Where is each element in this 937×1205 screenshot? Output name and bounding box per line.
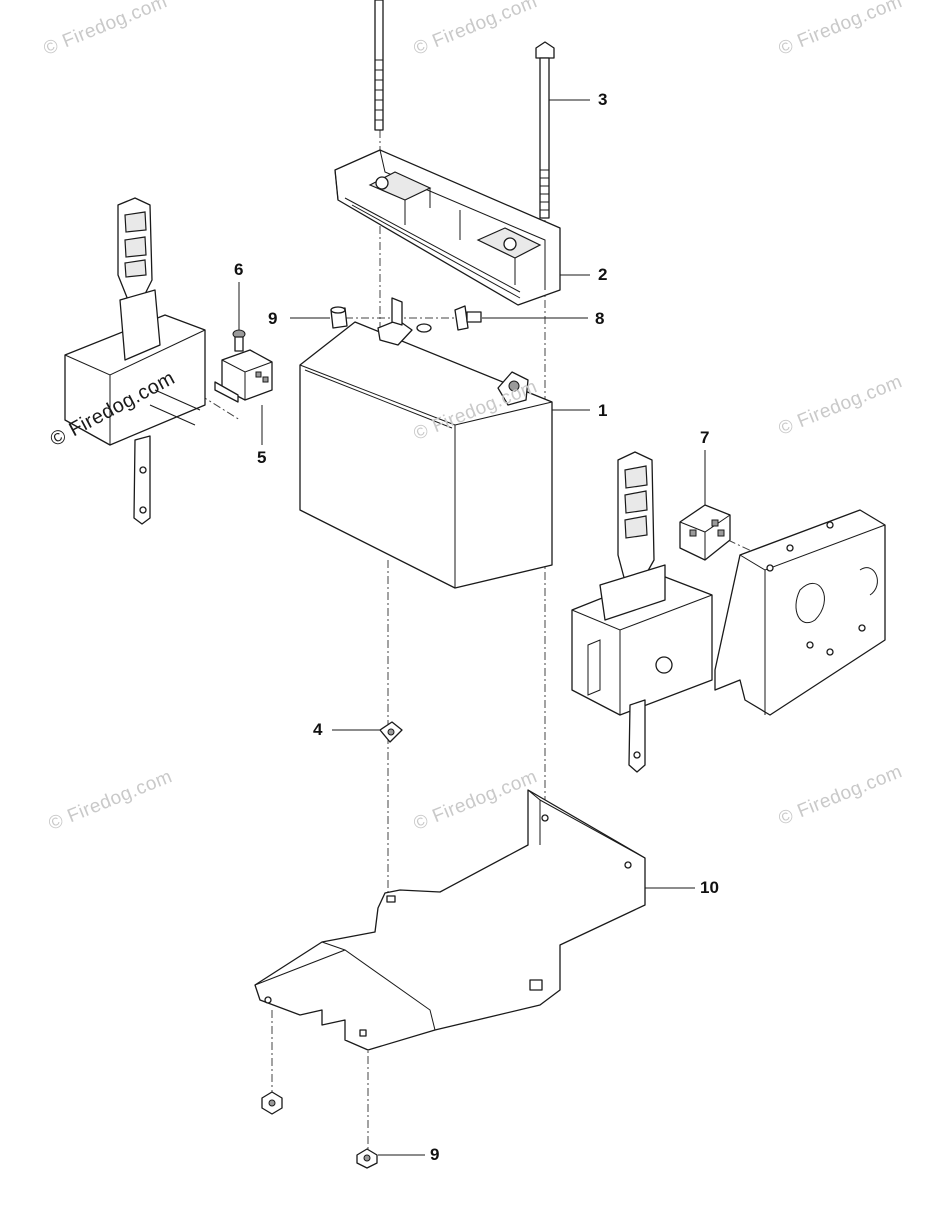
callout-10: 10 bbox=[700, 878, 719, 897]
callout-5: 5 bbox=[257, 448, 267, 467]
hold-down-rod-left bbox=[374, 0, 384, 131]
callout-9-upper: 9 bbox=[268, 309, 278, 328]
battery bbox=[299, 297, 553, 589]
centerline-switch-left bbox=[199, 394, 241, 421]
callout-4: 4 bbox=[313, 720, 323, 739]
nut-9-lower bbox=[356, 1148, 378, 1169]
battery-hold-down-bracket bbox=[334, 149, 561, 306]
callout-3: 3 bbox=[598, 90, 608, 109]
battery-tray bbox=[254, 789, 646, 1051]
bolt-8 bbox=[454, 305, 482, 331]
mounting-plate-right bbox=[714, 509, 886, 716]
hold-down-rod-3 bbox=[535, 41, 555, 219]
switch-5 bbox=[214, 349, 273, 403]
callout-7: 7 bbox=[700, 428, 710, 447]
clip-nut-4 bbox=[379, 721, 403, 743]
callout-9-lower: 9 bbox=[430, 1145, 440, 1164]
control-lever-left bbox=[64, 197, 206, 525]
callout-2: 2 bbox=[598, 265, 608, 284]
switch-7 bbox=[679, 504, 731, 561]
nut-lower-left bbox=[261, 1091, 283, 1115]
nut-9-upper bbox=[330, 306, 348, 329]
control-lever-right bbox=[571, 451, 713, 773]
callout-1: 1 bbox=[598, 401, 608, 420]
screw-6 bbox=[232, 329, 246, 352]
callout-8: 8 bbox=[595, 309, 605, 328]
callout-6: 6 bbox=[234, 260, 244, 279]
centerline-switch-right bbox=[727, 539, 761, 556]
